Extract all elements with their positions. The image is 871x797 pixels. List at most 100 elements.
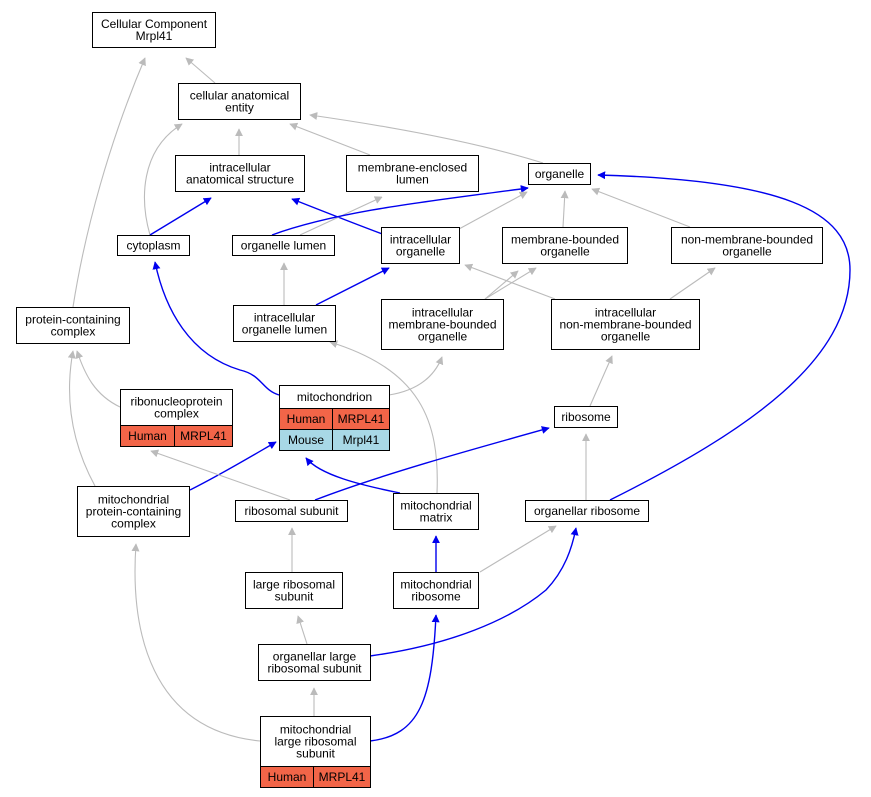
- node-label: complex: [154, 407, 199, 421]
- node-label: mitochondrion: [297, 390, 372, 404]
- edge-mbo-to-organelle: [560, 190, 569, 228]
- node-label: membrane-enclosed: [358, 161, 467, 175]
- edge-mmatrix-to-iol: [329, 340, 438, 494]
- node-label: organelle: [540, 245, 590, 259]
- node-label: Mrpl41: [136, 29, 173, 43]
- node-box: [175, 155, 305, 192]
- node-orib[interactable]: organellar ribosome: [525, 500, 649, 522]
- node-label: complex: [51, 325, 96, 339]
- species-label: Human: [287, 412, 326, 426]
- node-box: [117, 235, 190, 256]
- node-box: [77, 486, 190, 537]
- node-cytoplasm[interactable]: cytoplasm: [117, 235, 190, 256]
- edge-cae-to-root: [185, 57, 216, 84]
- node-label: mitochondrial: [98, 493, 169, 507]
- node-box: [528, 163, 591, 185]
- edge-cytoplasm-to-ias: [149, 197, 212, 236]
- node-label: membrane-bounded: [388, 318, 496, 332]
- node-label: non-membrane-bounded: [559, 318, 691, 332]
- node-label: intracellular: [209, 161, 270, 175]
- node-label: non-membrane-bounded: [681, 233, 813, 247]
- edge-mpcc-to-mito: [189, 441, 277, 491]
- edge-rsub-to-ribosome: [314, 426, 550, 501]
- node-label: organelle: [722, 245, 772, 259]
- node-label: large ribosomal: [274, 735, 356, 749]
- edge-inmbo-to-iorg: [464, 263, 556, 300]
- edge-mito-to-cytoplasm: [152, 261, 280, 396]
- node-label: organelle: [418, 330, 468, 344]
- gene-label: MRPL41: [180, 429, 227, 443]
- edge-mlrs-to-mribo: [369, 614, 440, 742]
- node-label: mitochondrial: [280, 723, 351, 737]
- edge-nmbo-to-organelle: [591, 187, 691, 228]
- node-label: anatomical structure: [186, 173, 294, 187]
- node-label: cellular anatomical: [190, 89, 289, 103]
- gene-label: MRPL41: [338, 412, 385, 426]
- edge-rnp-to-pcc: [75, 350, 121, 408]
- edges-layer: [67, 57, 851, 742]
- node-label: large ribosomal: [253, 578, 335, 592]
- node-box: [671, 227, 823, 264]
- node-label: organelle: [601, 330, 651, 344]
- node-label: intracellular: [390, 233, 451, 247]
- node-label: protein-containing: [25, 313, 120, 327]
- edge-iorg-to-ias: [291, 197, 386, 236]
- node-box: [232, 235, 335, 256]
- node-label: subunit: [296, 747, 335, 761]
- node-label: mitochondrial: [400, 578, 471, 592]
- edge-olrs-to-lrs: [296, 615, 308, 645]
- node-label: membrane-bounded: [511, 233, 619, 247]
- node-box: [258, 644, 371, 681]
- node-box: [245, 572, 343, 609]
- node-box: [551, 299, 700, 350]
- node-box: [502, 227, 628, 264]
- node-label: organelle: [535, 167, 585, 181]
- edge-mpcc-to-pcc: [67, 350, 96, 487]
- gene-label: Mrpl41: [343, 433, 380, 447]
- node-organelle[interactable]: organelle: [528, 163, 591, 185]
- gene-cell: [313, 766, 371, 788]
- edge-imbo-to-mbo: [484, 267, 537, 300]
- node-box: [92, 12, 216, 48]
- species-label: Human: [128, 429, 167, 443]
- edge-mmatrix-to-mito: [305, 457, 401, 494]
- node-rsub[interactable]: ribosomal subunit: [235, 500, 348, 522]
- edge-rsub-to-rnp: [150, 449, 291, 501]
- node-box: [16, 307, 130, 344]
- node-label: matrix: [420, 511, 453, 525]
- node-ribosome[interactable]: ribosome: [554, 406, 618, 428]
- edge-inmbo-to-nmbo: [669, 267, 716, 300]
- node-olumen[interactable]: organelle lumen: [232, 235, 335, 256]
- node-box: [233, 305, 336, 342]
- node-label: protein-containing: [86, 505, 181, 519]
- node-label: ribosome: [411, 590, 461, 604]
- edge-mlrs-to-mpcc: [131, 543, 261, 742]
- node-box: [393, 493, 479, 530]
- node-inmbo[interactable]: intracellularnon-membrane-boundedorganel…: [551, 299, 700, 350]
- gene-cell: [174, 425, 233, 447]
- node-label: Cellular Component: [101, 17, 208, 31]
- node-label: organellar ribosome: [534, 504, 640, 518]
- edge-mel-to-cae: [289, 122, 371, 156]
- node-label: ribonucleoprotein: [130, 395, 222, 409]
